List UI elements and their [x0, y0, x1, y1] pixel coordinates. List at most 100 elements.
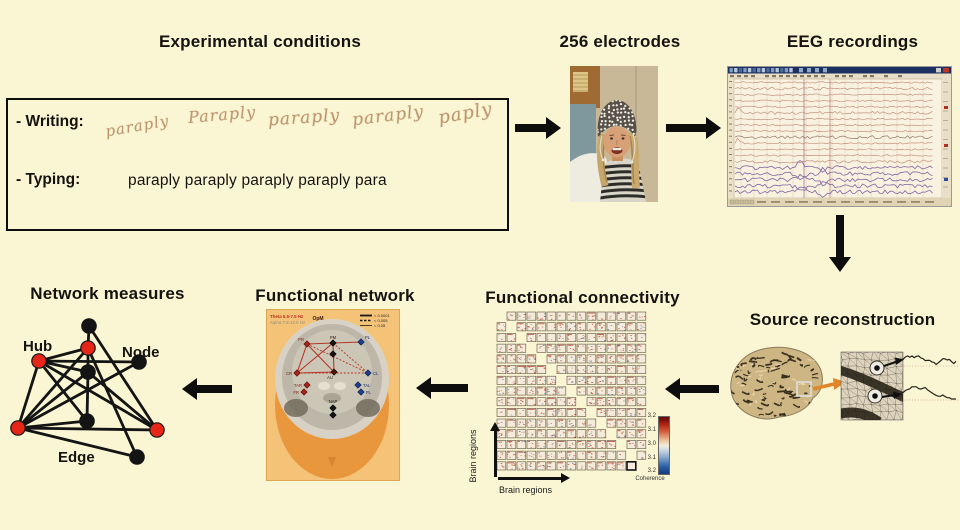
handwriting-word: paraply — [267, 105, 341, 131]
matrix-cell — [536, 418, 547, 428]
matrix-cell — [616, 322, 627, 332]
hub-label: Hub — [23, 338, 53, 355]
matrix-cell — [496, 450, 507, 460]
x-axis-label: Brain regions — [499, 485, 553, 495]
matrix-cell — [536, 311, 547, 321]
colorbar-tick: 3.1 — [647, 455, 656, 461]
matrix-cell — [496, 365, 507, 374]
matrix-cell — [536, 450, 547, 460]
matrix-cell — [576, 322, 587, 332]
colorbar-tick: 3.2 — [647, 413, 656, 419]
matrix-cell — [576, 365, 587, 374]
matrix-cell — [526, 408, 537, 417]
matrix-cell — [526, 333, 537, 342]
matrix-cell — [616, 418, 627, 428]
arrow-head-icon — [182, 378, 197, 400]
matrix-cell — [546, 461, 557, 471]
matrix-cell — [556, 333, 567, 342]
matrix-cell — [556, 461, 567, 471]
matrix-cell — [636, 354, 647, 364]
matrix-cell — [576, 311, 587, 321]
network-node-label: TAL — [363, 383, 371, 388]
network-node-label: FR — [293, 390, 299, 395]
matrix-cell — [536, 397, 547, 407]
colorbar-tick: 3.1 — [647, 427, 656, 433]
graph-hub-node — [80, 340, 96, 356]
graph-edge — [16, 359, 41, 430]
matrix-cell — [536, 408, 547, 417]
matrix-cell — [556, 418, 567, 428]
graph-edge — [16, 360, 141, 430]
matrix-cell — [566, 408, 577, 417]
matrix-cell — [596, 461, 607, 471]
matrix-cell — [616, 450, 627, 460]
matrix-cell — [626, 461, 637, 471]
eeg-traces — [734, 81, 933, 198]
electrode-cap-photo — [570, 66, 658, 202]
network-node — [329, 404, 337, 412]
matrix-cell — [516, 354, 527, 364]
matrix-cell — [626, 440, 637, 449]
network-node-label: CL — [373, 371, 379, 376]
matrix-cell — [596, 450, 607, 460]
matrix-cell — [496, 354, 507, 364]
matrix-cell — [526, 429, 537, 439]
matrix-cell — [586, 418, 597, 428]
y-axis-arrow — [494, 431, 497, 477]
matrix-cell — [556, 429, 567, 439]
matrix-cell — [516, 322, 527, 332]
title-functional-connectivity: Functional connectivity — [485, 288, 680, 307]
arrow-head-icon — [561, 473, 570, 483]
matrix-cell — [626, 333, 637, 342]
matrix-cell — [586, 354, 597, 364]
matrix-cell — [526, 375, 537, 385]
network-node-label: CR — [286, 371, 292, 376]
graph-edge — [86, 370, 159, 432]
graph-edge — [85, 370, 90, 423]
matrix-cell — [626, 386, 637, 396]
matrix-cell — [636, 311, 647, 321]
matrix-cell — [606, 375, 617, 385]
matrix-cell — [506, 429, 517, 439]
x-axis-arrow — [498, 477, 561, 480]
matrix-cell — [526, 386, 537, 396]
matrix-cell — [596, 354, 607, 364]
matrix-cell — [626, 365, 637, 374]
title-network-measures: Network measures — [30, 284, 185, 303]
network-node-label: TAR — [294, 383, 302, 388]
matrix-cell — [636, 365, 647, 374]
graph-edge — [16, 426, 139, 459]
matrix-cell — [516, 440, 527, 449]
network-node — [329, 411, 337, 419]
matrix-cell — [596, 440, 607, 449]
matrix-cell — [516, 386, 527, 396]
graph-hub-node — [31, 353, 47, 369]
matrix-cell — [566, 311, 577, 321]
matrix-cell — [616, 397, 627, 407]
network-node — [364, 369, 372, 377]
title-256-electrodes: 256 electrodes — [559, 32, 681, 51]
matrix-cell — [556, 408, 567, 417]
matrix-cell — [526, 440, 537, 449]
matrix-cell — [506, 386, 517, 396]
matrix-cell — [576, 408, 587, 417]
arrow-head-icon — [546, 117, 561, 139]
matrix-cell — [556, 343, 567, 353]
matrix-cell — [606, 408, 617, 417]
matrix-cell — [556, 311, 567, 321]
matrix-cell — [506, 375, 517, 385]
graph-edge — [37, 359, 90, 374]
matrix-cell — [546, 375, 557, 385]
matrix-cell — [546, 311, 557, 321]
matrix-cell — [506, 450, 517, 460]
matrix-cell — [506, 333, 517, 342]
matrix-cell — [536, 375, 547, 385]
network-node-label: AU — [327, 375, 333, 380]
matrix-cell — [606, 418, 617, 428]
node-label: Node — [122, 344, 160, 361]
network-node-label: Theta 5.5-7.5 Hz — [270, 314, 304, 319]
matrix-cell — [586, 322, 597, 332]
matrix-cell — [506, 461, 517, 471]
arrow-electrodes-to-eeg — [666, 124, 706, 132]
matrix-cell — [626, 322, 637, 332]
